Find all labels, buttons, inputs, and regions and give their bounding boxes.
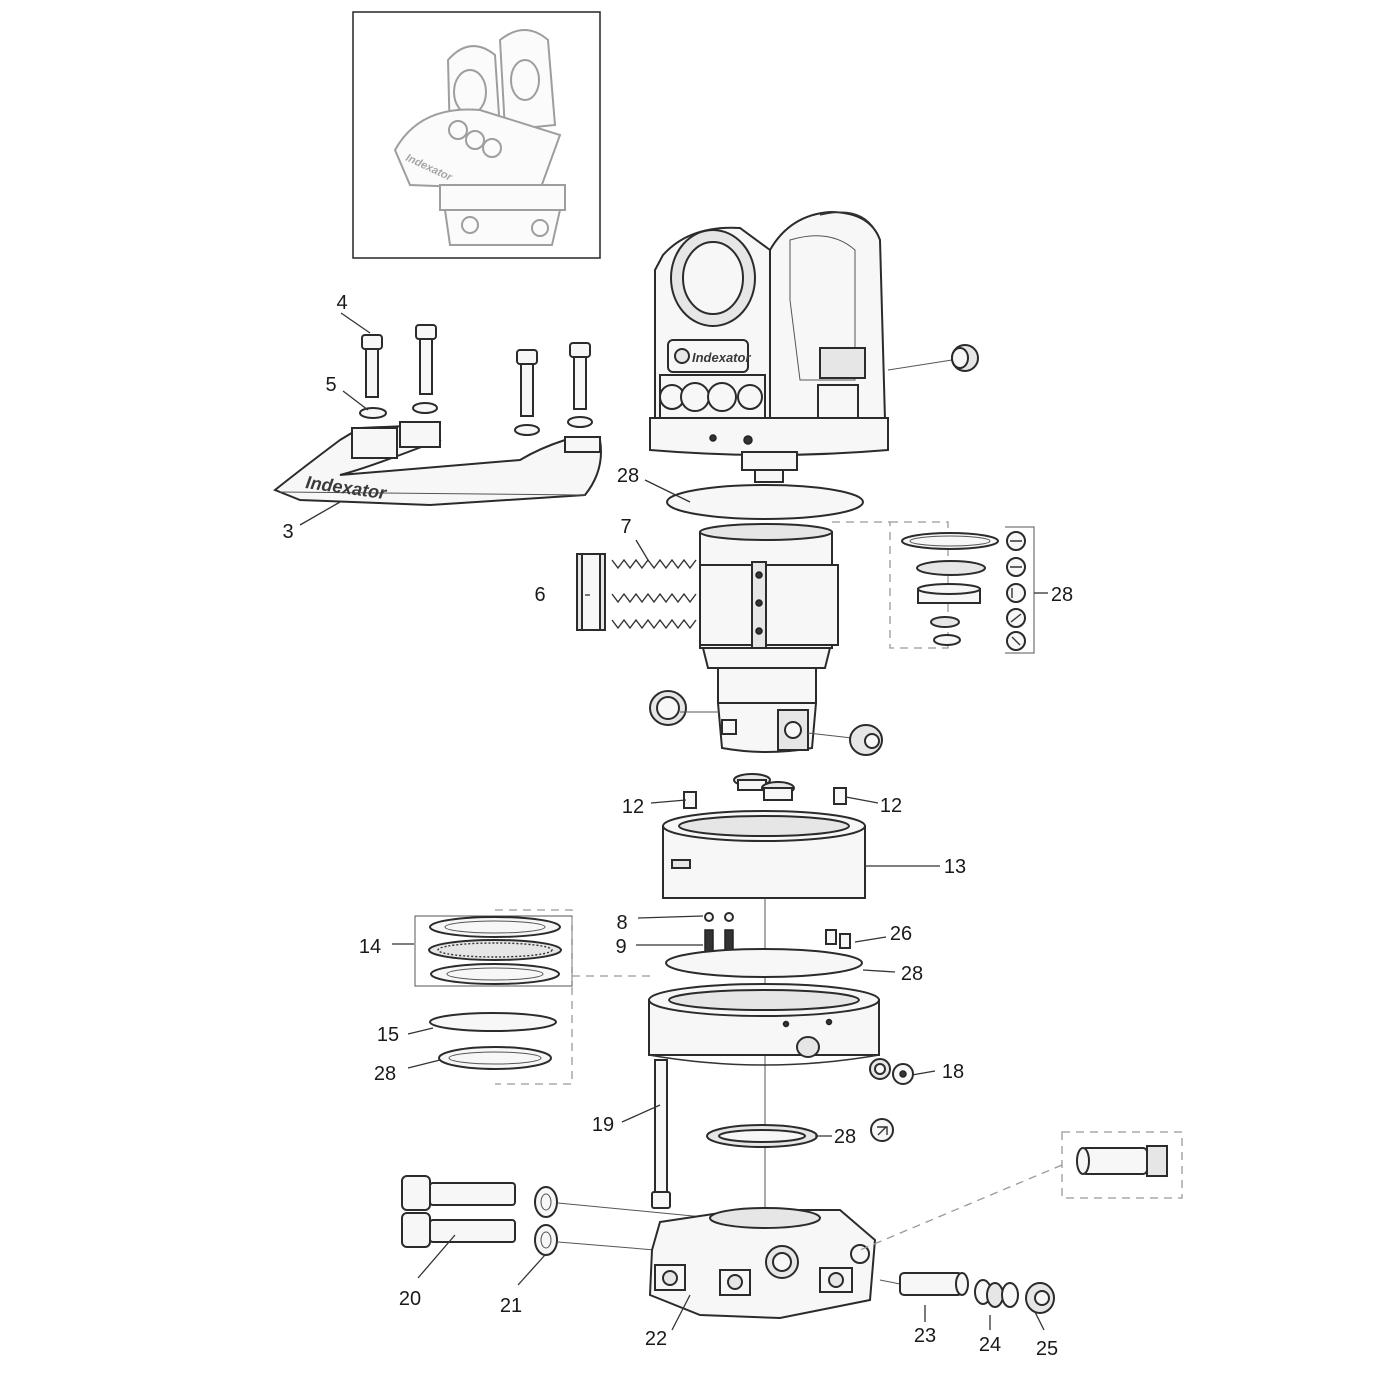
sleeve bbox=[899, 1272, 969, 1296]
small-plugs bbox=[733, 773, 795, 801]
lower-seal bbox=[706, 1124, 818, 1148]
thrust-bearing bbox=[428, 916, 562, 985]
stator-housing bbox=[662, 810, 866, 899]
label-21: 21 bbox=[500, 1295, 522, 1317]
check-balls bbox=[704, 912, 734, 922]
plug-right bbox=[807, 724, 883, 756]
vane-springs bbox=[611, 558, 697, 630]
label-14: 14 bbox=[359, 936, 381, 958]
label-6: 6 bbox=[534, 584, 545, 606]
svg-text:Indexator: Indexator bbox=[692, 350, 751, 365]
label-9: 9 bbox=[615, 936, 626, 958]
dowel-pin-right bbox=[833, 787, 847, 805]
overview-inset: Indexator bbox=[352, 11, 601, 259]
label-28-bearing: 28 bbox=[374, 1063, 396, 1085]
end-plug bbox=[1025, 1282, 1055, 1314]
o-ring-top bbox=[666, 484, 864, 520]
bearing-shim bbox=[429, 1012, 557, 1032]
short-pins bbox=[825, 929, 851, 949]
leader-washer-2 bbox=[557, 1241, 656, 1251]
rotator-top-bracket: Indexator bbox=[649, 210, 979, 483]
washers bbox=[359, 402, 593, 436]
lower-housing bbox=[648, 983, 880, 1066]
label-8: 8 bbox=[616, 912, 627, 934]
leader-sleeve bbox=[879, 1279, 901, 1285]
rotor-shaft bbox=[699, 523, 839, 753]
label-25: 25 bbox=[1036, 1338, 1058, 1360]
label-26: 26 bbox=[890, 923, 912, 945]
port-plug bbox=[869, 1058, 914, 1085]
plug-left bbox=[649, 690, 720, 726]
label-13: 13 bbox=[944, 856, 966, 878]
seal-profile-icons bbox=[1005, 526, 1035, 654]
cap-screws bbox=[361, 324, 591, 417]
leader-lines bbox=[299, 312, 1048, 1331]
bracket-plate: Indexator bbox=[273, 421, 602, 507]
label-22: 22 bbox=[645, 1328, 667, 1350]
base-bolts bbox=[401, 1175, 516, 1248]
label-4: 4 bbox=[336, 292, 347, 314]
label-28-mid: 28 bbox=[901, 963, 923, 985]
label-23: 23 bbox=[914, 1325, 936, 1347]
label-20: 20 bbox=[399, 1288, 421, 1310]
label-15: 15 bbox=[377, 1024, 399, 1046]
vane-plate bbox=[576, 553, 606, 631]
label-12-right: 12 bbox=[880, 795, 902, 817]
label-18: 18 bbox=[942, 1061, 964, 1083]
seal-rings-small bbox=[974, 1279, 1019, 1308]
adapter-connector bbox=[859, 1164, 1063, 1251]
bearing-seal bbox=[438, 1046, 552, 1070]
label-19: 19 bbox=[592, 1114, 614, 1136]
adapter-fitting bbox=[1076, 1145, 1168, 1177]
base-swivel bbox=[648, 1207, 877, 1320]
label-3: 3 bbox=[282, 521, 293, 543]
label-12-left: 12 bbox=[622, 796, 644, 818]
base-washers bbox=[534, 1186, 558, 1256]
label-28-top: 28 bbox=[617, 465, 639, 487]
callout-labels: 4 5 3 6 7 28 28 12 12 13 8 9 14 26 28 15… bbox=[282, 292, 1073, 1360]
label-28-lower: 28 bbox=[834, 1126, 856, 1148]
long-bolt bbox=[651, 1059, 671, 1209]
label-5: 5 bbox=[325, 374, 336, 396]
seal-kit-rings bbox=[901, 532, 999, 646]
o-ring-mid bbox=[665, 948, 863, 978]
label-28-sealkit: 28 bbox=[1051, 584, 1073, 606]
label-7: 7 bbox=[620, 516, 631, 538]
label-24: 24 bbox=[979, 1334, 1001, 1356]
seal-kit-bracket bbox=[889, 521, 949, 649]
seal-profile-icon-lower bbox=[870, 1118, 894, 1142]
